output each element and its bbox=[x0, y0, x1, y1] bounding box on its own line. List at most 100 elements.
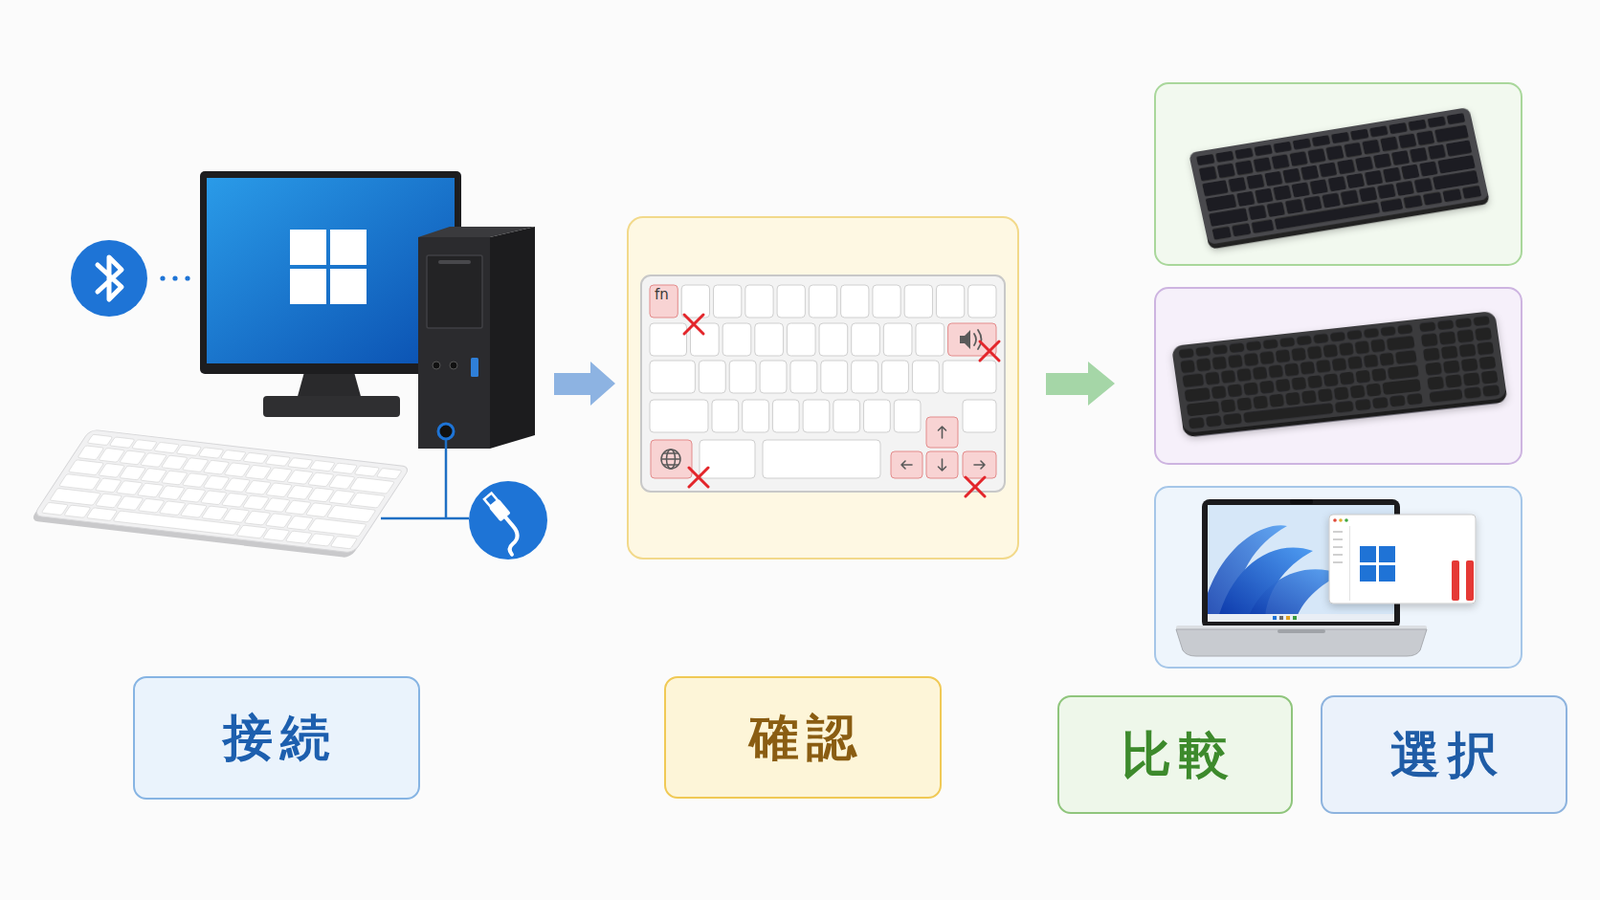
key bbox=[1334, 400, 1355, 414]
key-grid bbox=[1196, 112, 1482, 241]
key bbox=[1315, 359, 1332, 374]
key bbox=[1282, 168, 1301, 184]
key bbox=[1270, 154, 1289, 170]
key bbox=[1227, 177, 1246, 193]
key bbox=[1373, 153, 1392, 169]
volume-icon bbox=[959, 330, 982, 350]
key bbox=[1284, 362, 1300, 377]
key bbox=[942, 360, 997, 394]
taskbar-icon bbox=[1292, 616, 1297, 621]
key bbox=[349, 477, 395, 494]
laptop-notch bbox=[1277, 629, 1326, 634]
key bbox=[1268, 394, 1285, 408]
key bbox=[935, 285, 964, 318]
key bbox=[1474, 327, 1492, 342]
key bbox=[1227, 355, 1244, 369]
bluetooth-badge bbox=[70, 240, 148, 317]
key bbox=[1346, 173, 1366, 189]
key bbox=[1358, 186, 1378, 202]
usb-cord bbox=[490, 517, 527, 556]
step-label-box: 比較 bbox=[1057, 695, 1293, 815]
windows-logo bbox=[1359, 546, 1377, 563]
key bbox=[1330, 332, 1346, 343]
key bbox=[742, 400, 770, 433]
key bbox=[1336, 158, 1356, 175]
signal-dot bbox=[159, 275, 165, 281]
key bbox=[1364, 170, 1384, 186]
key bbox=[1321, 193, 1341, 209]
x-mark bbox=[979, 341, 1000, 361]
key bbox=[1299, 361, 1315, 376]
key bbox=[1285, 199, 1305, 215]
key bbox=[1250, 219, 1274, 234]
key bbox=[1331, 132, 1351, 144]
key bbox=[1211, 226, 1232, 241]
usb-cable bbox=[380, 440, 469, 519]
key bbox=[1253, 144, 1273, 156]
option-panel bbox=[1155, 288, 1522, 465]
sidebar-divider bbox=[1349, 526, 1351, 601]
key bbox=[1178, 348, 1195, 359]
monitor-stand bbox=[296, 372, 362, 400]
window-button bbox=[1344, 518, 1349, 523]
key bbox=[64, 505, 91, 518]
key bbox=[1328, 176, 1348, 192]
bloom-petal bbox=[1245, 569, 1342, 623]
window-button bbox=[1338, 518, 1343, 523]
key bbox=[1391, 150, 1410, 166]
key bbox=[49, 488, 102, 506]
keyboard-body bbox=[641, 275, 1005, 492]
globe-parallels bbox=[661, 453, 681, 466]
globe-outline bbox=[661, 449, 681, 469]
key bbox=[911, 360, 939, 394]
key bbox=[1301, 390, 1317, 404]
key bbox=[1245, 174, 1265, 190]
window-frame bbox=[1329, 514, 1476, 604]
key bbox=[1322, 344, 1338, 358]
step-label: 確認 bbox=[742, 708, 864, 768]
step-label: 選択 bbox=[1383, 725, 1505, 785]
key bbox=[1398, 133, 1417, 149]
key bbox=[1416, 130, 1435, 146]
key bbox=[1372, 397, 1389, 410]
key bbox=[1402, 195, 1423, 209]
key bbox=[1472, 315, 1490, 327]
check-panel bbox=[627, 217, 1019, 559]
x-mark bbox=[965, 477, 985, 497]
key bbox=[1406, 393, 1423, 406]
key bbox=[1462, 185, 1483, 200]
flow-arrow bbox=[1045, 361, 1115, 406]
highlighted-key bbox=[926, 451, 958, 479]
highlighted-key bbox=[649, 285, 678, 318]
key bbox=[1387, 364, 1420, 380]
key bbox=[1361, 139, 1380, 156]
key bbox=[1427, 144, 1446, 160]
key bbox=[1215, 150, 1235, 162]
taskbar-icon bbox=[1279, 616, 1284, 621]
key bbox=[1355, 369, 1371, 383]
key bbox=[1379, 326, 1396, 337]
key bbox=[649, 323, 688, 356]
windows-logo bbox=[1378, 546, 1396, 563]
key bbox=[1346, 330, 1362, 341]
key bbox=[59, 474, 101, 491]
key bbox=[649, 400, 709, 433]
key bbox=[1252, 395, 1268, 409]
option-panel bbox=[1155, 487, 1522, 668]
key bbox=[327, 505, 377, 523]
key bbox=[851, 360, 879, 394]
key bbox=[198, 447, 224, 459]
step-label-box: 確認 bbox=[664, 676, 942, 800]
key bbox=[893, 400, 921, 433]
key bbox=[1446, 112, 1467, 125]
key bbox=[1369, 125, 1389, 137]
drive-bay bbox=[426, 255, 483, 329]
key bbox=[1204, 371, 1221, 385]
key bbox=[1365, 382, 1381, 397]
globe-icon bbox=[661, 449, 681, 469]
highlighted-key bbox=[890, 451, 923, 479]
key bbox=[1245, 340, 1262, 352]
key bbox=[1350, 128, 1370, 140]
key bbox=[1208, 207, 1249, 227]
key bbox=[87, 434, 113, 445]
